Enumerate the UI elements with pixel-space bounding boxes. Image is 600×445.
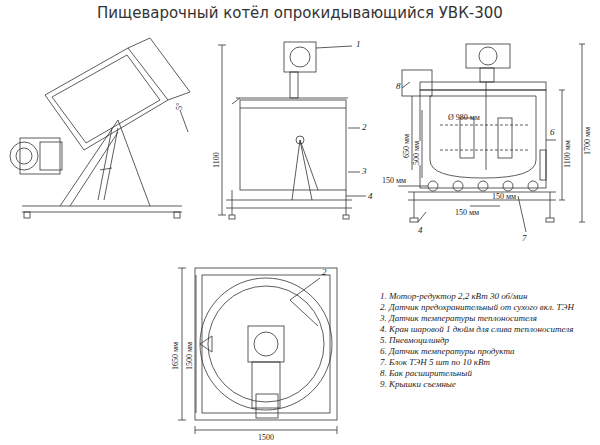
note-line: 8. Бак расширительный <box>380 369 472 378</box>
callout-number: 1 <box>356 40 361 49</box>
callout-number: 3 <box>362 167 367 176</box>
callout-number: 6 <box>550 128 555 137</box>
dimension: 650 мм <box>403 134 411 158</box>
callout-number: 2 <box>322 268 327 277</box>
top-view <box>178 268 337 434</box>
callout-number: 7 <box>522 234 527 243</box>
note-line: 6. Датчик температуры продукта <box>380 347 515 356</box>
note-line: 2. Датчик предохранительный от сухого вк… <box>380 303 574 312</box>
side-view <box>218 42 366 219</box>
dimension: Ø 980 мм <box>448 114 480 122</box>
dimension: 150 мм <box>382 177 406 185</box>
dimension: 1100 <box>213 152 221 168</box>
dimension: 1500 мм <box>186 342 194 370</box>
callout-number: 4 <box>368 192 373 201</box>
dimension: 500 мм <box>413 141 421 165</box>
dimension: 1100 мм <box>564 140 572 168</box>
dimension: 1650 мм <box>172 342 180 370</box>
dimension: 150 мм <box>455 209 479 217</box>
callout-number: 8 <box>396 82 401 91</box>
dimension: 150 мм <box>492 193 516 201</box>
drawing-title: Пищеварочный котёл опрокидывающийся УВК-… <box>97 6 503 21</box>
callout-number: 4 <box>418 226 423 235</box>
angle-dimension: 5° <box>176 103 184 110</box>
note-line: 4. Кран шаровой 1 дюйм для слива теплоно… <box>380 325 573 334</box>
note-line: 5. Пневмоцилиндр <box>380 336 449 345</box>
dimension: 1700 мм <box>584 127 592 155</box>
side-view-tilted <box>10 38 190 218</box>
note-line: 1. Мотор-редуктор 2,2 кВт 30 об/мин <box>380 292 527 301</box>
note-line: 3. Датчик температуры теплоносителя <box>380 314 537 323</box>
dimension: 1500 <box>258 434 274 442</box>
callout-number: 2 <box>362 123 367 132</box>
front-view <box>398 44 585 232</box>
note-line: 9. Крышки съемные <box>380 380 456 389</box>
note-line: 7. Блок ТЭН 5 шт по 10 кВт <box>380 358 490 367</box>
